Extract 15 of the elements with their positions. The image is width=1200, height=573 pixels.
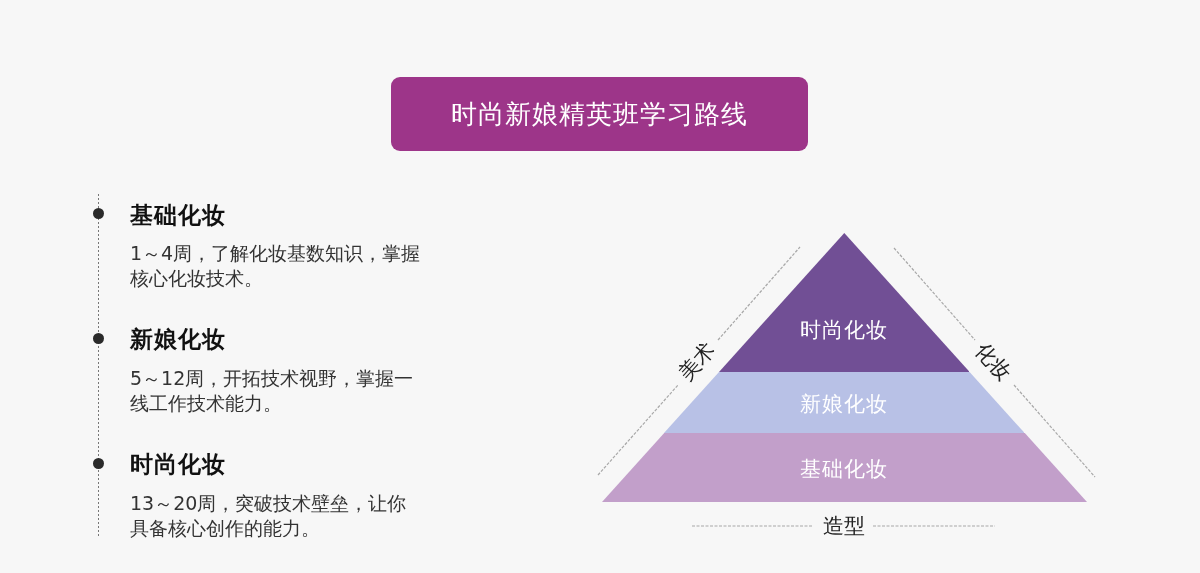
stage-heading: 时尚化妆 [130,450,226,479]
tier-label: 新娘化妆 [800,392,888,418]
stage-description: 1～4周，了解化妆基数知识，掌握核心化妆技术。 [130,241,422,291]
stage-heading: 基础化妆 [130,201,226,230]
title-banner: 时尚新娘精英班学习路线 [391,77,808,151]
side-label: 美术 [673,337,721,387]
tier-label: 时尚化妆 [800,318,888,344]
side-label: 化妆 [969,337,1017,387]
stage-description: 13～20周，突破技术壁垒，让你具备核心创作的能力。 [130,491,408,541]
stage-description: 5～12周，开拓技术视野，掌握一线工作技术能力。 [130,366,415,416]
pyramid-tier [601,433,1087,502]
stage-heading: 新娘化妆 [130,325,226,354]
side-label: 造型 [823,514,865,540]
pyramid-tier [718,233,970,372]
tier-label: 基础化妆 [800,457,888,483]
